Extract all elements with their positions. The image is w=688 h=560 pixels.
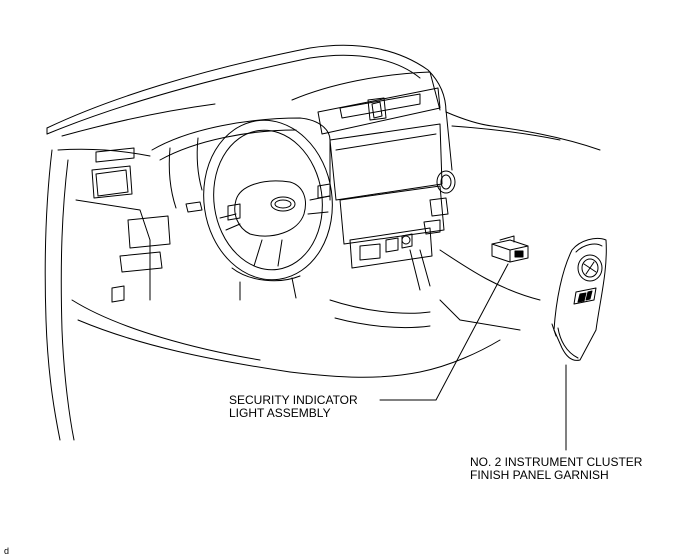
security-indicator-label: SECURITY INDICATOR LIGHT ASSEMBLY	[229, 394, 358, 420]
finish-panel-garnish-label-line2: FINISH PANEL GARNISH	[470, 468, 609, 482]
security-indicator-label-line2: LIGHT ASSEMBLY	[229, 406, 331, 420]
finish-panel-garnish-part	[551, 237, 607, 361]
center-stack	[291, 71, 456, 291]
leader-lines	[379, 263, 567, 451]
finish-panel-garnish-label: NO. 2 INSTRUMENT CLUSTER FINISH PANEL GA…	[470, 456, 642, 482]
security-indicator-part	[491, 235, 529, 263]
corner-mark: d	[4, 546, 10, 556]
finish-panel-garnish-label-line1: NO. 2 INSTRUMENT CLUSTER	[470, 455, 643, 469]
steering-wheel	[185, 119, 333, 301]
instrument-cluster	[151, 117, 331, 209]
left-vents	[91, 147, 171, 303]
dashboard-body	[44, 44, 601, 441]
security-indicator-label-line1: SECURITY INDICATOR	[229, 393, 358, 407]
